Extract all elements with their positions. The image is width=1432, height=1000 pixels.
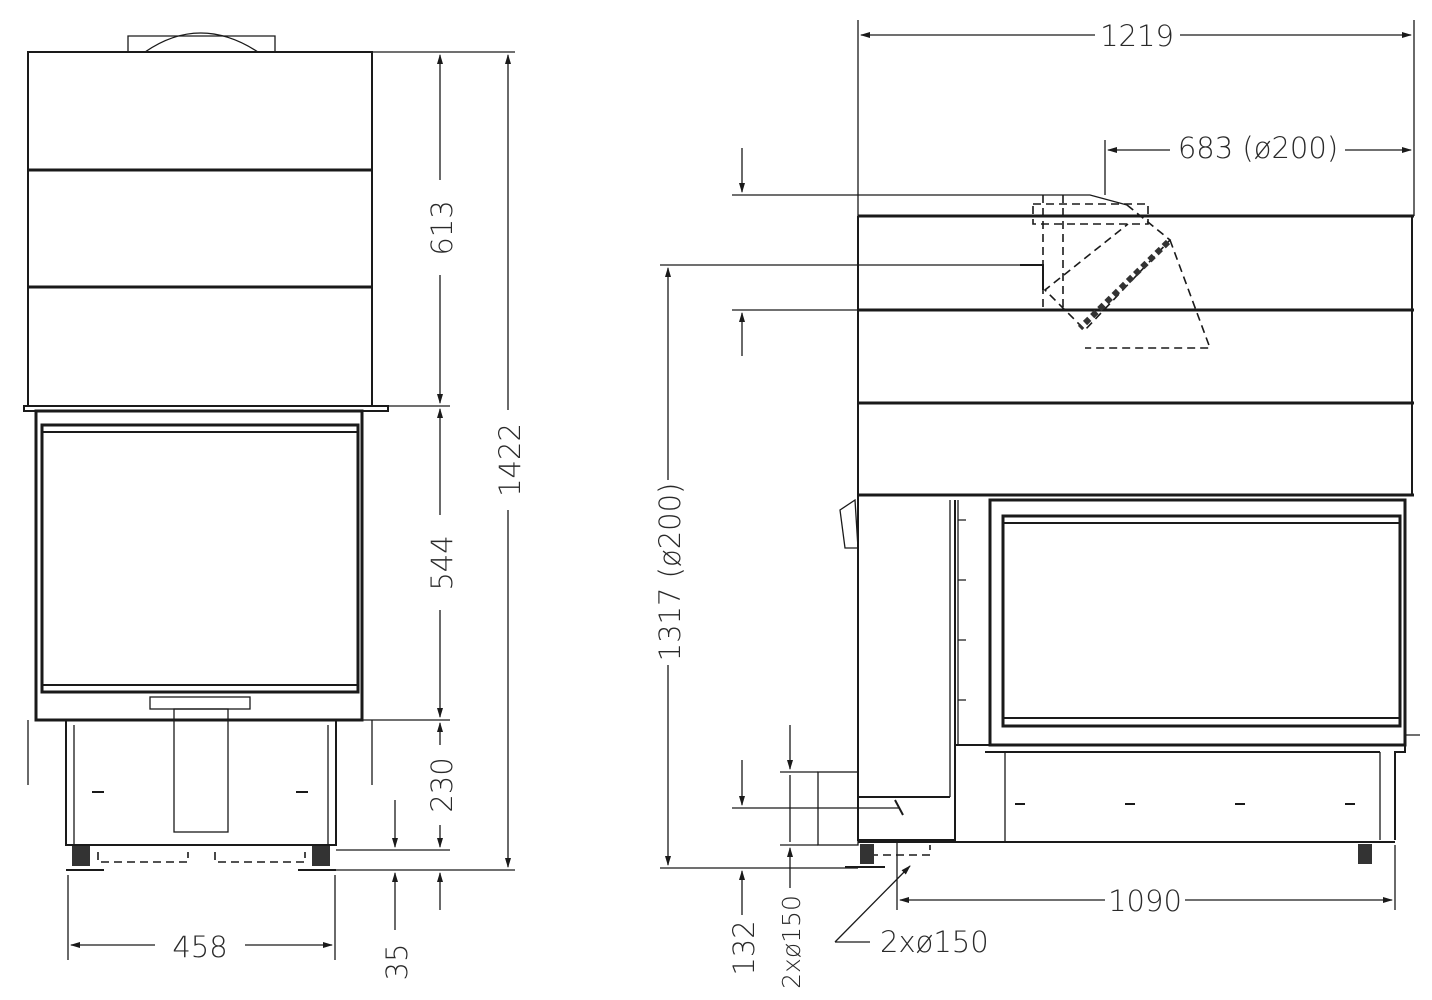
firebox-glass bbox=[34, 409, 364, 722]
dim-flue-height: 1317 (ø200) bbox=[653, 483, 687, 662]
dim-base-width: 1090 bbox=[1108, 884, 1182, 918]
dim-firebox-height: 544 bbox=[425, 535, 459, 590]
side-glass bbox=[988, 498, 1407, 747]
dim-base-height: 230 bbox=[425, 757, 459, 812]
dim-total-height: 1422 bbox=[493, 423, 527, 497]
side-view: 1219 683 (ø200) 1317 (ø200) 132 2xø150 2… bbox=[653, 19, 1420, 989]
upper-casing bbox=[27, 51, 373, 407]
flue-collar bbox=[127, 35, 276, 52]
dim-air-inlet-vertical: 2xø150 bbox=[777, 895, 806, 989]
dim-flue-offset: 683 (ø200) bbox=[1178, 131, 1338, 165]
dim-foot-height: 35 bbox=[380, 944, 414, 981]
dim-total-width: 1219 bbox=[1100, 19, 1174, 53]
dim-air-inlet-height: 132 bbox=[727, 920, 761, 975]
front-view: 613 544 230 1422 35 458 bbox=[23, 32, 527, 981]
dim-width: 458 bbox=[172, 930, 227, 964]
dim-upper-height: 613 bbox=[425, 200, 459, 255]
dim-air-inlet-bottom: 2xø150 bbox=[880, 925, 989, 959]
